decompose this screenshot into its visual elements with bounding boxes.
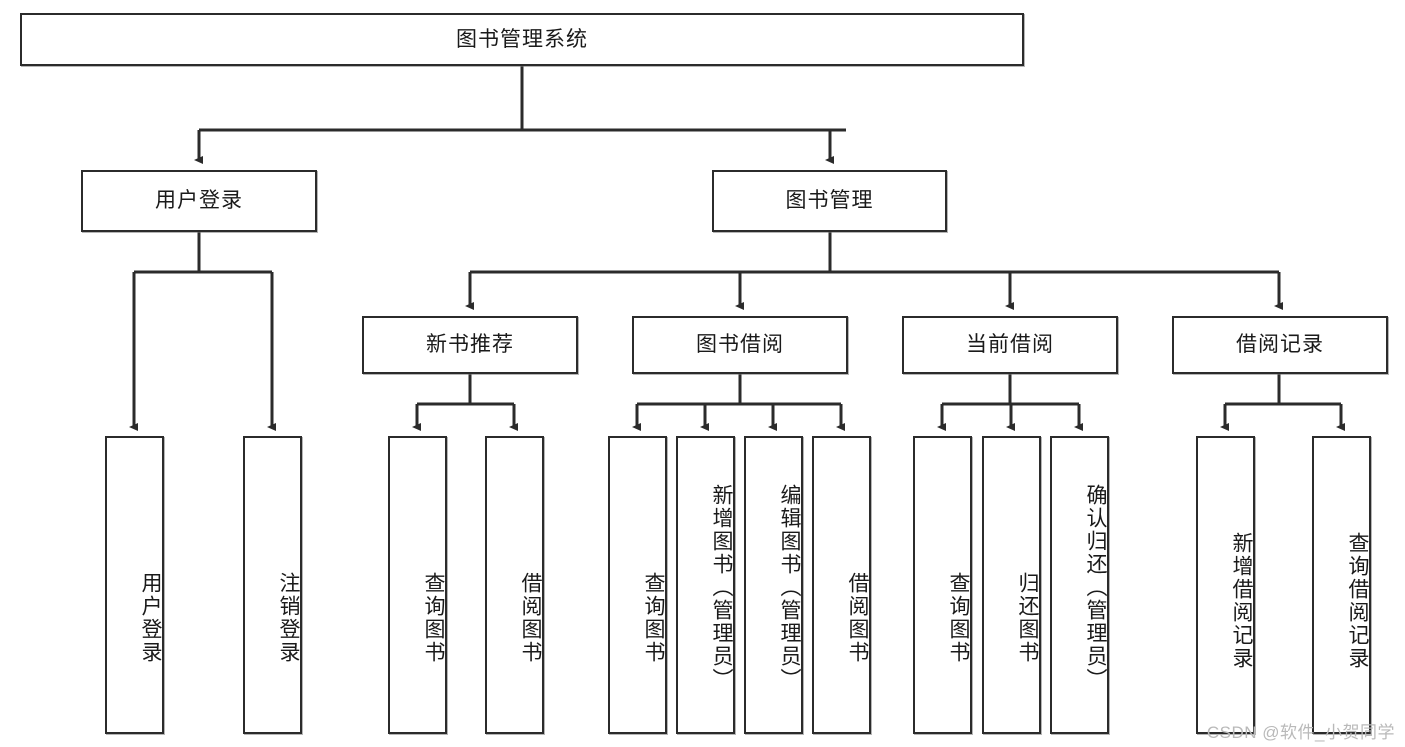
node-current-borrow[interactable]: 当前借阅 (902, 316, 1118, 374)
node-book-management[interactable]: 图书管理 (712, 170, 947, 232)
node-root-book-management-system[interactable]: 图书管理系统 (20, 13, 1024, 66)
node-borrow-record[interactable]: 借阅记录 (1172, 316, 1388, 374)
node-book-borrow[interactable]: 图书借阅 (632, 316, 848, 374)
node-leaf-query-book-recommend[interactable]: 查询图书 (388, 436, 447, 734)
node-leaf-add-borrow-record[interactable]: 新增借阅记录 (1196, 436, 1255, 734)
node-leaf-borrow-book-label: 借阅图书 (846, 572, 869, 664)
node-leaf-query-borrow-record-label: 查询借阅记录 (1346, 532, 1369, 670)
node-user-login-label: 用户登录 (155, 189, 243, 213)
node-leaf-edit-book-admin[interactable]: 编辑图书（管理员） (744, 436, 803, 734)
node-leaf-add-book-admin[interactable]: 新增图书（管理员） (676, 436, 735, 734)
node-leaf-borrow-book-recommend-label: 借阅图书 (519, 572, 542, 664)
node-leaf-return-book[interactable]: 归还图书 (982, 436, 1041, 734)
node-leaf-borrow-book[interactable]: 借阅图书 (812, 436, 871, 734)
node-leaf-logout-label: 注销登录 (277, 572, 300, 664)
node-leaf-return-book-label: 归还图书 (1016, 572, 1039, 664)
node-leaf-edit-book-admin-label: 编辑图书（管理员） (778, 484, 801, 691)
watermark: CSDN @软件_小贺同学 (1206, 723, 1395, 742)
node-leaf-query-book-borrow[interactable]: 查询图书 (608, 436, 667, 734)
node-leaf-user-login[interactable]: 用户登录 (105, 436, 164, 734)
node-leaf-query-book-current[interactable]: 查询图书 (913, 436, 972, 734)
node-leaf-borrow-book-recommend[interactable]: 借阅图书 (485, 436, 544, 734)
node-leaf-add-borrow-record-label: 新增借阅记录 (1230, 532, 1253, 670)
node-leaf-user-login-label: 用户登录 (139, 572, 162, 664)
node-leaf-query-book-current-label: 查询图书 (947, 572, 970, 664)
node-leaf-confirm-return-admin-label: 确认归还（管理员） (1084, 484, 1107, 691)
node-leaf-query-borrow-record[interactable]: 查询借阅记录 (1312, 436, 1371, 734)
node-borrow-record-label: 借阅记录 (1236, 333, 1324, 357)
node-current-borrow-label: 当前借阅 (966, 333, 1054, 357)
node-leaf-query-book-recommend-label: 查询图书 (422, 572, 445, 664)
node-leaf-confirm-return-admin[interactable]: 确认归还（管理员） (1050, 436, 1109, 734)
node-leaf-add-book-admin-label: 新增图书（管理员） (710, 484, 733, 691)
node-user-login[interactable]: 用户登录 (81, 170, 317, 232)
node-new-book-recommend-label: 新书推荐 (426, 333, 514, 357)
node-book-borrow-label: 图书借阅 (696, 333, 784, 357)
node-book-management-label: 图书管理 (785, 189, 874, 213)
node-leaf-logout[interactable]: 注销登录 (243, 436, 302, 734)
node-root-label: 图书管理系统 (456, 27, 588, 51)
node-new-book-recommend[interactable]: 新书推荐 (362, 316, 578, 374)
node-leaf-query-book-borrow-label: 查询图书 (642, 572, 665, 664)
